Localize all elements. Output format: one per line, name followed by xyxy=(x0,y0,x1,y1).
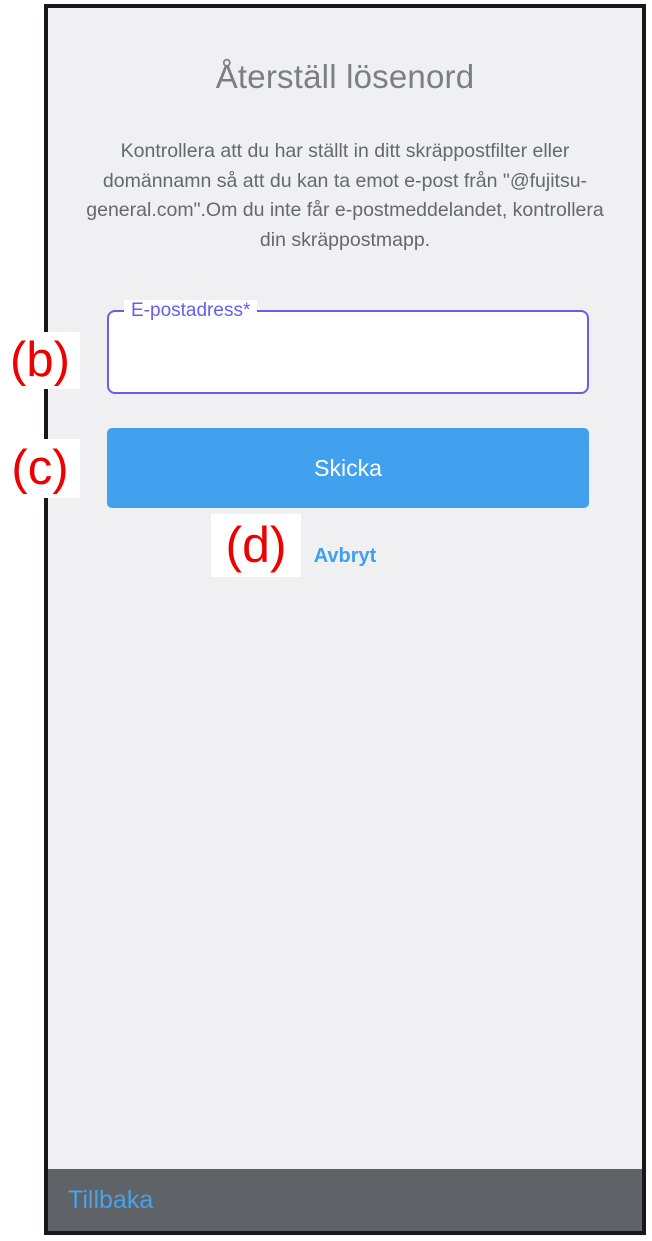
annotation-b-label: (b) xyxy=(10,333,70,388)
send-button[interactable]: Skicka xyxy=(107,428,589,508)
annotation-c-label: (c) xyxy=(11,441,69,496)
annotation-c: (c) xyxy=(0,439,80,498)
annotation-d-label: (d) xyxy=(225,516,287,573)
app-window: Återställ lösenord Kontrollera att du ha… xyxy=(44,4,646,1235)
annotation-b: (b) xyxy=(0,332,80,389)
email-input[interactable] xyxy=(109,312,587,392)
bottom-bar: Tillbaka xyxy=(48,1169,642,1231)
email-field: E-postadress* xyxy=(107,300,589,394)
annotation-d: (d) xyxy=(211,514,301,577)
instructions-text: Kontrollera att du har ställt in ditt sk… xyxy=(86,140,604,251)
cancel-link[interactable]: Avbryt xyxy=(313,545,377,567)
back-link[interactable]: Tillbaka xyxy=(68,1185,154,1214)
page-title: Återställ lösenord xyxy=(215,58,475,95)
